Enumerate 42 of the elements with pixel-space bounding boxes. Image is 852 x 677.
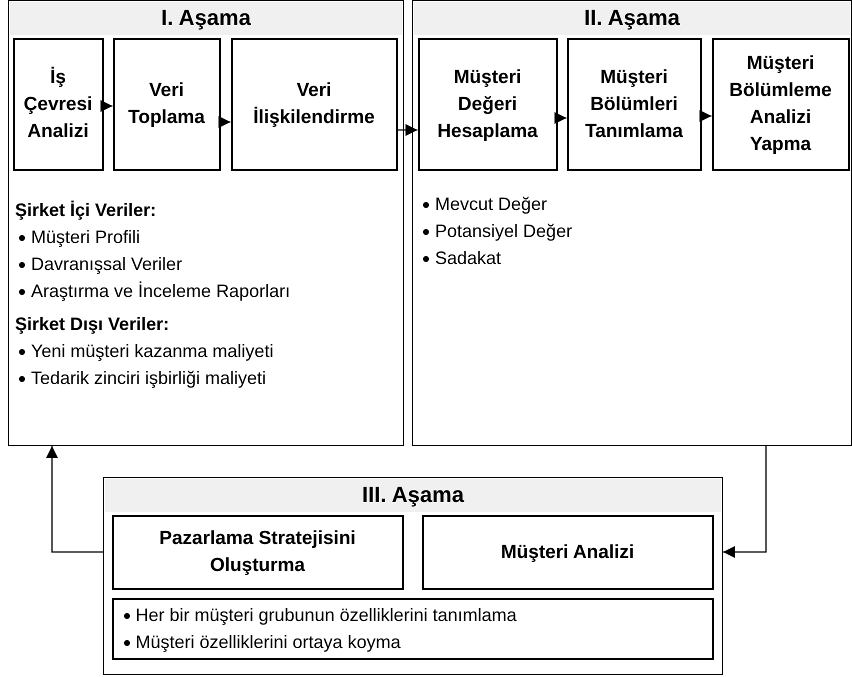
box-label: Müşteri Değeri Hesaplama (436, 66, 539, 144)
bullet-list-box (112, 598, 714, 660)
list-item: Sadakat (435, 247, 502, 270)
arrow (723, 446, 767, 558)
list-item: Tedarik zinciri işbirliği maliyeti (31, 367, 266, 390)
stage-panel (103, 477, 723, 675)
box-label: İş Çevresi Analizi (22, 66, 94, 144)
stage-panel (8, 0, 404, 446)
box-label: Müşteri Analizi (500, 540, 634, 564)
arrow (398, 124, 418, 136)
list-item: Araştırma ve İnceleme Raporları (31, 280, 290, 303)
arrow (554, 112, 566, 124)
stage-title: II. Aşama (584, 4, 680, 32)
box-label: Müşteri Bölümleri Tanımlama (584, 66, 684, 144)
stage-title: III. Aşama (362, 481, 464, 509)
arrow (100, 100, 112, 112)
list-item: Her bir müşteri grubunun özelliklerini tanımlama (136, 604, 517, 627)
list-item: Mevcut Değer (435, 193, 548, 216)
box-label: Pazarlama Stratejisini Oluşturma (158, 527, 357, 578)
process-box (112, 514, 404, 590)
list-heading: Şirket Dışı Veriler: (15, 313, 170, 336)
list-item: Davranışsal Veriler (31, 253, 182, 276)
stage-title: I. Aşama (161, 4, 251, 32)
process-box (422, 514, 714, 590)
list-item: Müşteri Profili (31, 226, 140, 249)
box-label: Veri Toplama (127, 79, 206, 130)
process-box (230, 38, 398, 170)
stage-panel (412, 0, 852, 446)
list-item: Müşteri özelliklerini ortaya koyma (136, 630, 401, 654)
process-box (418, 38, 558, 170)
list-item: Potansiyel Değer (435, 220, 572, 243)
box-label: Veri İlişkilendirme (252, 79, 376, 130)
list-item: Yeni müşteri kazanma maliyeti (31, 340, 274, 363)
box-label: Müşteri Bölümleme Analizi Yapma (728, 52, 833, 157)
arrow (700, 110, 712, 122)
process-box (112, 38, 220, 170)
list-heading: Şirket İçi Veriler: (15, 199, 156, 222)
process-box (12, 38, 104, 170)
arrow (218, 116, 230, 128)
process-box (566, 38, 702, 170)
process-box (712, 38, 850, 170)
arrow (46, 446, 103, 553)
